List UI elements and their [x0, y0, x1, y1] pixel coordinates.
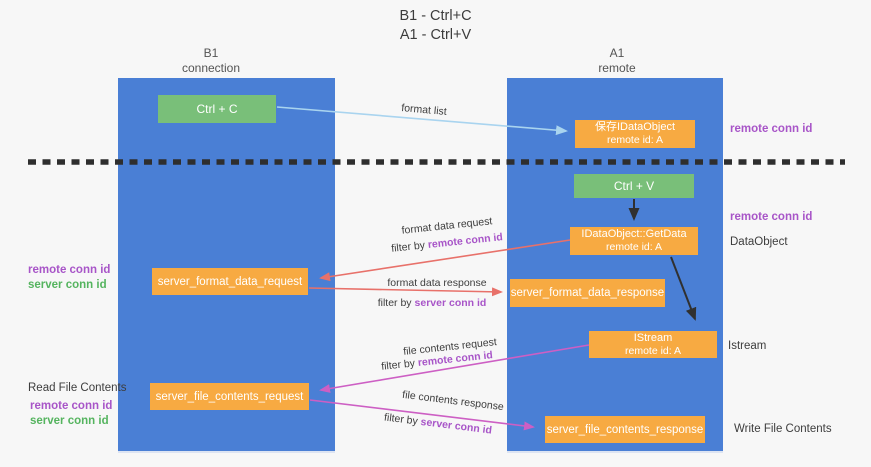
node-sfdresp-label: server_format_data_response: [510, 287, 665, 299]
node-server-file-contents-response: server_file_contents_response: [545, 416, 705, 443]
lifeline-header-b1: B1 connection: [146, 46, 276, 76]
filter-by-text: filter by: [390, 239, 426, 255]
server-conn-id-text: server conn id: [419, 415, 493, 437]
node-ctrl-c: Ctrl + C: [158, 95, 276, 123]
lifeline-header-a1: A1 remote: [552, 46, 682, 76]
node-istream-line1: IStream: [633, 331, 673, 344]
node-ctrl-v: Ctrl + V: [574, 174, 694, 198]
node-idataobject-getdata: IDataObject::GetData remote id: A: [570, 227, 698, 255]
side-label-remote-conn-id-mid: remote conn id: [730, 211, 813, 223]
node-getdata-line2: remote id: A: [605, 241, 663, 253]
side-label-server-conn-id-left-1: server conn id: [28, 279, 107, 291]
node-sfcresp-label: server_file_contents_response: [546, 423, 704, 436]
node-server-format-data-request: server_format_data_request: [152, 268, 308, 295]
lifeline-a1-name: A1: [609, 46, 625, 60]
filter-by-text: filter by: [383, 411, 419, 428]
label-format-data-response: format data response: [387, 277, 487, 289]
lifeline-b1-role: connection: [181, 61, 241, 75]
server-conn-id-text: server conn id: [414, 297, 487, 309]
side-label-write-file-contents: Write File Contents: [734, 423, 832, 435]
node-server-file-contents-request: server_file_contents_request: [150, 383, 309, 410]
side-label-read-file-contents: Read File Contents: [28, 382, 127, 394]
node-save-idataobject: 保存IDataObject remote id: A: [575, 120, 695, 148]
node-sfcreq-label: server_file_contents_request: [155, 390, 304, 403]
remote-conn-id-text: remote conn id: [427, 231, 504, 251]
filter-by-text: filter by: [380, 357, 416, 373]
node-server-format-data-response: server_format_data_response: [510, 279, 665, 307]
filter-by-text: filter by: [377, 297, 412, 309]
side-label-remote-conn-id-top: remote conn id: [730, 123, 813, 135]
label-format-list: format list: [400, 102, 448, 118]
node-ctrl-c-label: Ctrl + C: [196, 102, 238, 116]
side-label-istream: Istream: [728, 340, 767, 352]
side-label-remote-conn-id-left-1: remote conn id: [28, 264, 111, 276]
lifeline-b1-name: B1: [203, 46, 219, 60]
title-line-2: A1 - Ctrl+V: [399, 27, 472, 43]
side-label-server-conn-id-left-2: server conn id: [30, 415, 109, 427]
lifeline-a1-role: remote: [598, 61, 636, 75]
node-istream-line2: remote id: A: [624, 344, 682, 357]
side-label-dataobject: DataObject: [730, 236, 788, 248]
diagram-title: B1 - Ctrl+C A1 - Ctrl+V: [0, 7, 871, 45]
node-istream: IStream remote id: A: [589, 331, 717, 358]
node-getdata-line1: IDataObject::GetData: [581, 228, 687, 240]
label-file-contents-response: file contents response: [401, 388, 505, 414]
node-sfdreq-label: server_format_data_request: [157, 275, 303, 288]
title-line-1: B1 - Ctrl+C: [399, 8, 472, 24]
node-save-line2: remote id: A: [606, 134, 664, 146]
side-label-remote-conn-id-left-2: remote conn id: [30, 400, 113, 412]
node-ctrl-v-label: Ctrl + V: [613, 179, 655, 193]
node-save-line1: 保存IDataObject: [594, 121, 676, 133]
